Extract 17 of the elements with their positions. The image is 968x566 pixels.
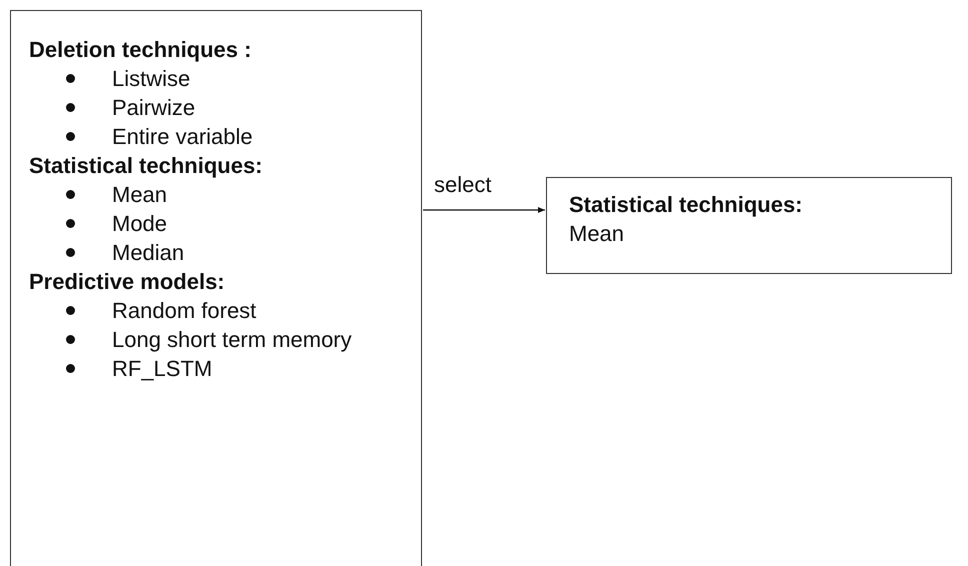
heading: Statistical techniques: [569, 191, 803, 219]
heading: Statistical techniques: [29, 152, 263, 180]
list-item: Mean [112, 181, 168, 209]
text-box [10, 10, 422, 566]
list-item: Long short term memory [112, 326, 352, 354]
list-item: Entire variable [112, 123, 254, 151]
heading: Deletion techniques : [29, 36, 252, 64]
list-item: Listwise [112, 65, 192, 93]
list-item: Random forest [112, 297, 258, 325]
list-item: Mode [112, 210, 168, 238]
text-box [546, 177, 952, 274]
list-item: Mean [569, 220, 624, 248]
list-item: Median [112, 239, 186, 267]
heading: Predictive models: [29, 268, 225, 296]
arrow [423, 207, 545, 213]
list-item: Pairwize [112, 94, 196, 122]
list-item: RF_LSTM [112, 355, 214, 383]
